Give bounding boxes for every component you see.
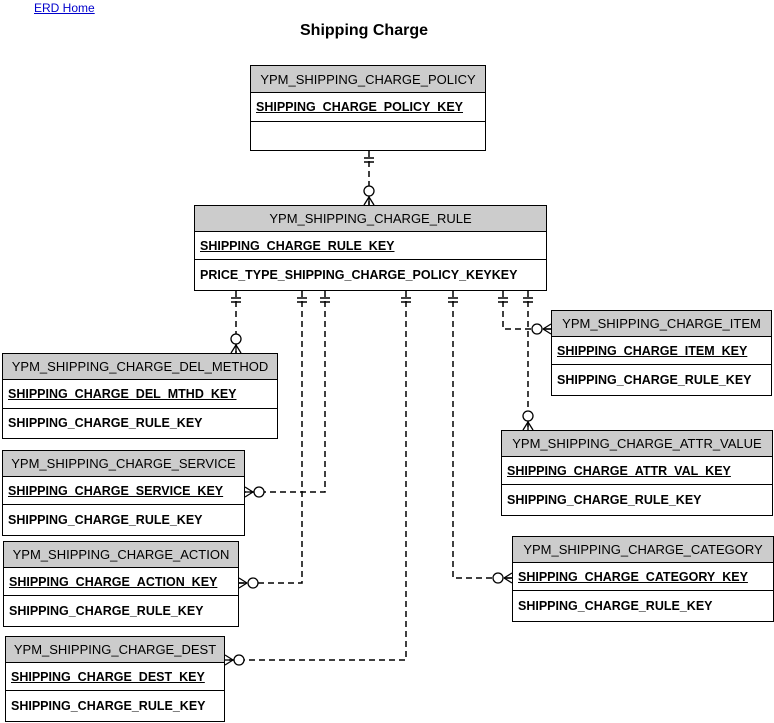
zero-or-many-marker (233, 654, 245, 666)
attribute: SHIPPING_CHARGE_RULE_KEY (557, 372, 752, 387)
erd-home-link[interactable]: ERD Home (34, 1, 95, 15)
rel-rule-service (245, 291, 326, 493)
zero-or-many-marker (238, 582, 248, 589)
attribute: SHIPPING_CHARGE_RULE_KEY (9, 603, 204, 618)
zero-or-many-marker (363, 185, 375, 197)
zero-or-many-marker (368, 196, 375, 206)
zero-or-many-marker (244, 491, 254, 498)
zero-or-many-marker (230, 344, 237, 354)
zero-or-many-marker (247, 577, 259, 589)
primary-key: SHIPPING_CHARGE_POLICY_KEY (251, 93, 485, 122)
zero-or-many-marker (542, 328, 552, 335)
attribute-list: SHIPPING_CHARGE_RULE_KEY (6, 691, 224, 720)
zero-or-many-marker (531, 323, 543, 335)
entity-name: YPM_SHIPPING_CHARGE_SERVICE (3, 451, 244, 477)
zero-or-many-marker (224, 654, 234, 661)
zero-or-many-marker (244, 486, 254, 493)
attribute: SHIPPING_CHARGE_RULE_KEY (8, 512, 203, 527)
primary-key: SHIPPING_CHARGE_ATTR_VAL_KEY (502, 457, 772, 485)
attribute: SHIPPING_CHARGE_RULE_KEY (8, 416, 203, 430)
attribute: SHIPPING_CHARGE_RULE_KEY (11, 698, 206, 713)
primary-key: SHIPPING_CHARGE_ACTION_KEY (4, 568, 238, 596)
primary-key: SHIPPING_CHARGE_ITEM_KEY (552, 337, 771, 365)
zero-or-many-marker (522, 410, 534, 422)
zero-or-many-marker (238, 577, 248, 584)
attribute-list (251, 122, 485, 149)
zero-or-many-marker (253, 486, 265, 498)
zero-or-many-marker (235, 344, 242, 354)
attribute: SHIPPING_CHARGE_RULE_KEY (507, 492, 702, 507)
attribute-list: SHIPPING_CHARGE_RULE_KEY (513, 591, 773, 620)
zero-or-many-marker (492, 572, 504, 584)
attribute-list: SHIPPING_CHARGE_RULE_KEY (502, 485, 772, 514)
entity-name: YPM_SHIPPING_CHARGE_CATEGORY (513, 537, 773, 563)
entity-name: YPM_SHIPPING_CHARGE_ITEM (552, 311, 771, 337)
entity-name: YPM_SHIPPING_CHARGE_POLICY (251, 66, 485, 93)
attribute-list: SHIPPING_CHARGE_RULE_KEY (4, 596, 238, 625)
zero-or-many-marker (542, 323, 552, 330)
zero-or-many-marker (230, 333, 242, 345)
diagram-title: Shipping Charge (300, 22, 428, 39)
zero-or-many-marker (503, 572, 513, 579)
primary-key: SHIPPING_CHARGE_DEL_MTHD_KEY (3, 380, 277, 409)
rel-rule-dest (225, 291, 407, 661)
rel-rule-category (452, 291, 512, 579)
zero-or-many-marker (522, 421, 529, 431)
attribute-list: PRICE_TYPE_SHIPPING_CHARGE_POLICY_KEYKEY (195, 260, 546, 289)
primary-key: SHIPPING_CHARGE_DEST_KEY (6, 663, 224, 691)
zero-or-many-marker (503, 577, 513, 584)
zero-or-many-marker (527, 421, 534, 431)
entity-name: YPM_SHIPPING_CHARGE_DEL_METHOD (3, 354, 277, 380)
entity-name: YPM_SHIPPING_CHARGE_RULE (195, 206, 546, 232)
rel-rule-action (239, 291, 303, 584)
zero-or-many-marker (363, 196, 370, 206)
attribute: SHIPPING_CHARGE_RULE_KEY (518, 598, 713, 613)
primary-key: SHIPPING_CHARGE_SERVICE_KEY (3, 477, 244, 505)
attribute-list: SHIPPING_CHARGE_RULE_KEY (552, 365, 771, 394)
entity-name: YPM_SHIPPING_CHARGE_DEST (6, 637, 224, 663)
rel-rule-item (502, 291, 551, 330)
primary-key: SHIPPING_CHARGE_CATEGORY_KEY (513, 563, 773, 591)
attribute-list: SHIPPING_CHARGE_RULE_KEY (3, 505, 244, 534)
entity-name: YPM_SHIPPING_CHARGE_ACTION (4, 542, 238, 568)
attribute-list: SHIPPING_CHARGE_RULE_KEY (3, 409, 277, 437)
entity-name: YPM_SHIPPING_CHARGE_ATTR_VALUE (502, 431, 772, 457)
primary-key: SHIPPING_CHARGE_RULE_KEY (195, 232, 546, 260)
attribute: PRICE_TYPE_SHIPPING_CHARGE_POLICY_KEYKEY (200, 267, 518, 282)
zero-or-many-marker (224, 659, 234, 666)
